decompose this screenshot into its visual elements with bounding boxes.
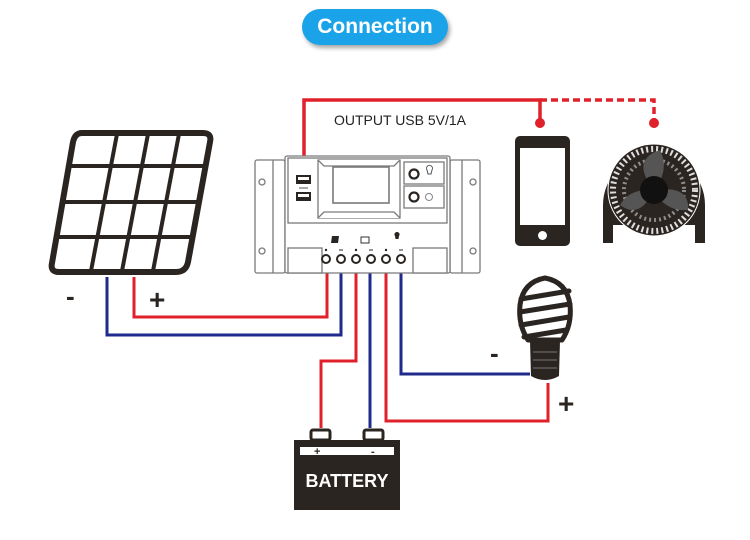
battery-label: BATTERY	[306, 471, 389, 491]
battery-negative-label: -	[371, 446, 375, 458]
load-negative-label: -	[490, 338, 499, 368]
panel-terminal-icon	[331, 236, 339, 243]
panel-negative-wire	[105, 272, 343, 337]
terminal-polarity-marks	[324, 248, 403, 252]
usb-fan-dashed-wire	[540, 98, 659, 128]
battery-terminal-icon	[360, 236, 370, 244]
light-symbol-icon	[426, 164, 433, 175]
panel-negative-label: -	[66, 281, 75, 311]
bulb-terminal-icon	[394, 232, 400, 239]
load-negative-wire	[399, 272, 530, 376]
title-badge: Connection	[302, 9, 448, 45]
light-bulb-icon	[517, 275, 573, 380]
battery-positive-wire	[319, 272, 358, 428]
screw-terminals	[321, 254, 406, 264]
battery-icon	[294, 428, 400, 510]
terminal-symbols	[331, 232, 400, 244]
smartphone-icon	[515, 136, 570, 246]
controller-buttons	[408, 164, 433, 203]
panel-positive-wire	[132, 272, 329, 319]
solar-panel-icon	[48, 130, 214, 275]
battery-positive-label: +	[314, 446, 320, 458]
usb-output-label: OUTPUT USB 5V/1A	[334, 112, 467, 128]
panel-positive-label: +	[149, 284, 165, 315]
power-symbol-icon	[425, 193, 433, 201]
load-positive-wire	[384, 272, 550, 423]
usb-ports-icon	[296, 175, 311, 201]
load-positive-label: +	[558, 388, 574, 419]
fan-icon	[603, 143, 705, 243]
